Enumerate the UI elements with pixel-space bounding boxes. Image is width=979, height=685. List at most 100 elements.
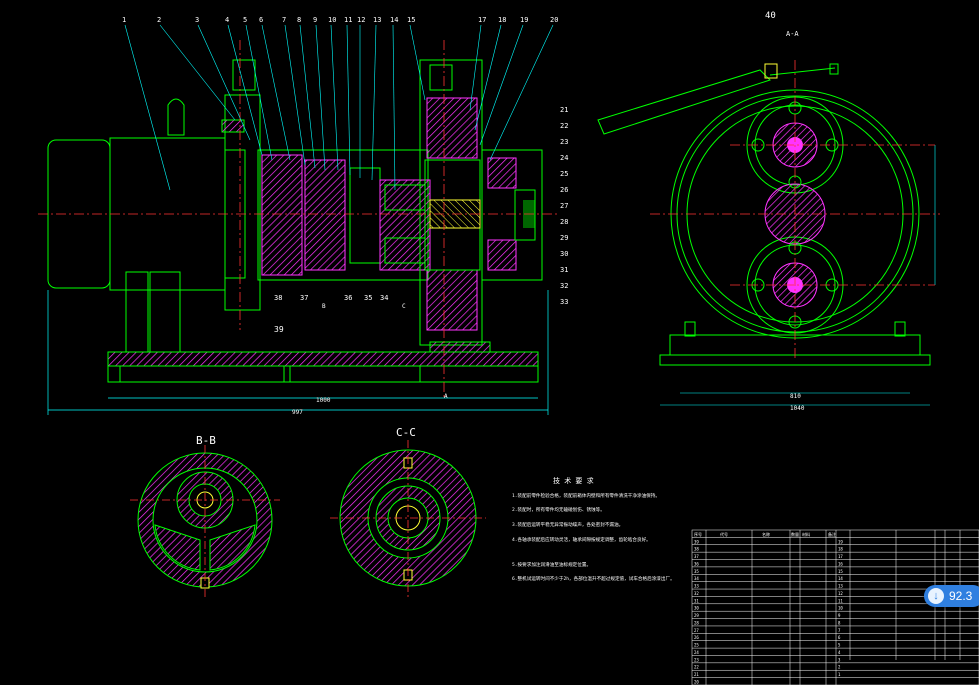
part-number-label: 10	[328, 16, 336, 24]
part-number-label: 9	[313, 16, 317, 24]
bom-row-number: 20	[694, 680, 699, 685]
part-number-label: 1	[122, 16, 126, 24]
part-number-label: 8	[297, 16, 301, 24]
section-cc-label: C-C	[396, 426, 416, 439]
part-number-label: 17	[478, 16, 486, 24]
part-number-label: 34	[380, 294, 388, 302]
part-number-label: 30	[560, 250, 568, 258]
bom-row-number: 15	[838, 569, 843, 574]
part-number-label: 3	[195, 16, 199, 24]
bom-row-number: 4	[838, 650, 841, 655]
bom-row-number: 23	[694, 657, 699, 662]
part-number-label: 31	[560, 266, 568, 274]
part-number-label: 5	[243, 16, 247, 24]
part-number-label: 7	[282, 16, 286, 24]
leader-lines	[124, 24, 554, 191]
bom-row-number: 5	[838, 643, 841, 648]
dim-right-inner: 810	[790, 393, 801, 400]
part-number-label: 13	[373, 16, 381, 24]
part-number-label: 28	[560, 218, 568, 226]
side-view	[597, 63, 936, 406]
bom-row-number: 25	[694, 643, 699, 648]
bom-row-number: 33	[694, 584, 699, 589]
part-number-label: 20	[550, 16, 558, 24]
bom-row-number: 8	[838, 620, 841, 625]
part-number-label: 35	[364, 294, 372, 302]
press-lever	[597, 69, 771, 135]
section-cc	[339, 449, 477, 587]
bom-row-number: 16	[838, 561, 843, 566]
bom-table	[691, 529, 979, 685]
part-number-label: 11	[344, 16, 352, 24]
bom-row-number: 30	[694, 606, 699, 611]
bom-row-number: 14	[838, 576, 843, 581]
dim-right-width: 1040	[790, 405, 805, 412]
bom-row-number: 24	[694, 650, 699, 655]
bom-row-number: 9	[838, 613, 841, 618]
section-mark-b: B	[322, 303, 326, 310]
bom-header-cell: 序号	[694, 531, 702, 537]
part-number-label: 14	[390, 16, 398, 24]
bom-row-number: 27	[694, 628, 699, 633]
part-number-label: 12	[357, 16, 365, 24]
bom-header-cell: 备注	[828, 531, 836, 537]
bom-row-number: 18	[838, 547, 843, 552]
progress-badge[interactable]: ↓ 92.3	[924, 585, 979, 607]
tech-note-line: 2.装配时，所有零件均无磕碰划伤、锈蚀等。	[512, 506, 605, 513]
bom-header-cell: 数量	[791, 531, 799, 537]
bom-row-number: 7	[838, 628, 841, 633]
bom-row-number: 13	[838, 584, 843, 589]
bom-row-number: 39	[694, 539, 699, 544]
bom-row-number: 38	[694, 547, 699, 552]
bom-row-number: 35	[694, 569, 699, 574]
bom-row-number: 29	[694, 613, 699, 618]
part-number-label: 6	[259, 16, 263, 24]
bom-row-number: 17	[838, 554, 843, 559]
part-number-label: 21	[560, 106, 568, 114]
part-number-label: 22	[560, 122, 568, 130]
bom-row-number: 31	[694, 598, 699, 603]
dim-base: 1000	[316, 397, 331, 404]
part-number-label: 36	[344, 294, 352, 302]
lifting-eye	[167, 98, 185, 136]
part-number-label: 4	[225, 16, 229, 24]
part-number-label: 26	[560, 186, 568, 194]
part-number-label: 18	[498, 16, 506, 24]
part-number-label: 29	[560, 234, 568, 242]
bom-header-cell: 材料	[802, 531, 810, 537]
bom-header-cell: 代号	[720, 531, 728, 537]
part-number-label: 24	[560, 154, 568, 162]
output-coupling	[481, 149, 543, 281]
bom-row-number: 28	[694, 620, 699, 625]
part-label-39: 39	[274, 325, 284, 334]
tech-note-line: 1.装配前零件检验合格，装配前箱体内壁和所有零件清洗干净涂油保持。	[512, 492, 660, 499]
motor-bracket	[224, 94, 261, 311]
badge-value: 92.3	[949, 589, 973, 603]
center-lines	[38, 40, 560, 400]
tech-note-line: 5.按要求加注润滑油至油标规定位置。	[512, 561, 591, 568]
bom-row-number: 22	[694, 665, 699, 670]
bom-row-number: 12	[838, 591, 843, 596]
bom-row-number: 1	[838, 672, 841, 677]
bom-row-number: 34	[694, 576, 699, 581]
tech-note-line: 3.装配后运转平稳无异常振动噪声，各处密封不漏油。	[512, 521, 623, 528]
bom-text: 序号代号名称数量材料备注3938373635343332313029282726…	[694, 531, 843, 685]
tech-requirements-notes: 1.装配前零件检验合格，装配前箱体内壁和所有零件清洗干净涂油保持。 2.装配时，所…	[512, 492, 675, 582]
bom-row-number: 19	[838, 539, 843, 544]
part-number-label: 25	[560, 170, 568, 178]
download-arrow-icon: ↓	[928, 588, 944, 604]
bom-row-number: 21	[694, 672, 699, 677]
bom-row-number: 2	[838, 665, 841, 670]
bom-row-number: 32	[694, 591, 699, 596]
tech-note-line: 4.各轴承装配后应转动灵活，轴承间隙按规定调整，齿轮啮合良好。	[512, 536, 651, 543]
section-bb-label: B-B	[196, 434, 216, 447]
bom-header-cell: 名称	[762, 531, 770, 537]
bom-row-number: 37	[694, 554, 699, 559]
bom-row-number: 3	[838, 657, 841, 662]
part-label-40: 40	[765, 11, 776, 21]
part-number-label: 33	[560, 298, 568, 306]
part-number-label: 15	[407, 16, 415, 24]
